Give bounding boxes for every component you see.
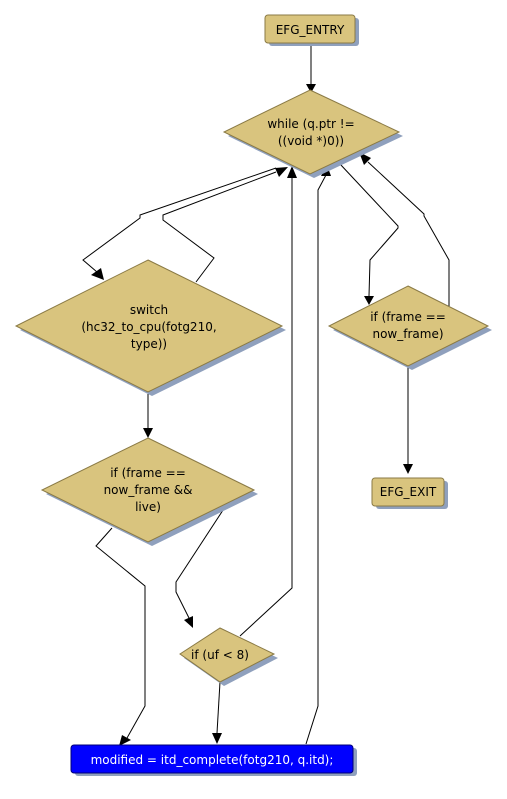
node-label: modified = itd_complete(fotg210, q.itd);: [91, 753, 334, 767]
node-diamond: [222, 89, 401, 175]
edge-entry-to-while-arrow: [306, 84, 316, 93]
node-box-highlighted: [70, 744, 354, 774]
node-label: EFG_ENTRY: [276, 23, 345, 37]
node-diamond: [14, 259, 284, 393]
node-if-frame-now[interactable]: if (frame == now_frame): [327, 285, 492, 370]
node-box: [371, 477, 445, 507]
edges: [82, 45, 450, 746]
edge-if-frame-live-to-if-uf: [175, 503, 228, 619]
edge-if-uf-to-while-arrow: [287, 166, 297, 178]
edge-switch-to-while: [162, 171, 277, 283]
node-label-line-2: ((void *)0)): [278, 134, 344, 148]
node-switch[interactable]: switch (hc32_to_cpu(fotg210, type)): [14, 259, 286, 396]
node-while-loop[interactable]: while (q.ptr != ((void *)0)): [222, 89, 403, 178]
edge-modified-to-while: [305, 174, 327, 745]
node-if-frame-live[interactable]: if (frame == now_frame && live): [40, 437, 258, 546]
edge-if-frame-now-to-while: [367, 161, 450, 307]
node-label-line-1: switch: [130, 303, 168, 317]
node-label-line-1: while (q.ptr !=: [267, 117, 354, 131]
edge-if-frame-live-to-if-uf-arrow: [184, 616, 193, 628]
edge-if-frame-live-to-modified: [95, 527, 146, 739]
node-label: if (uf < 8): [191, 648, 249, 662]
edge-switch-to-if-frame-live-arrow: [143, 428, 153, 438]
node-diamond: [179, 627, 276, 683]
edge-while-to-if-frame-now: [339, 163, 399, 297]
node-label-line-3: live): [135, 500, 161, 514]
edge-if-uf-to-modified: [216, 681, 221, 734]
edge-while-to-if-frame-now-arrow: [364, 296, 374, 305]
edge-if-frame-live-to-modified-arrow: [119, 735, 131, 746]
edge-while-to-switch: [82, 167, 277, 273]
node-label-line-1: if (frame ==: [110, 466, 186, 480]
edge-while-to-switch-arrow: [91, 268, 104, 280]
edge-if-uf-to-modified-arrow: [212, 733, 222, 744]
node-modified[interactable]: modified = itd_complete(fotg210, q.itd);: [70, 744, 357, 776]
node-label: EFG_EXIT: [380, 485, 437, 499]
node-diamond: [40, 437, 256, 543]
node-box: [264, 14, 356, 44]
node-label-line-3: type)): [131, 337, 167, 351]
node-label-line-2: now_frame &&: [104, 483, 193, 497]
node-label-line-1: if (frame ==: [370, 310, 446, 324]
node-if-uf[interactable]: if (uf < 8): [179, 627, 278, 686]
node-efg-entry[interactable]: EFG_ENTRY: [264, 14, 359, 46]
node-diamond: [327, 285, 490, 367]
edge-if-frame-now-to-exit-arrow: [403, 464, 413, 474]
node-efg-exit[interactable]: EFG_EXIT: [371, 477, 448, 509]
node-label-line-2: (hc32_to_cpu(fotg210,: [81, 320, 216, 334]
node-label-line-2: now_frame): [372, 327, 443, 341]
edge-switch-to-while-arrow: [275, 167, 288, 177]
edge-if-uf-to-while: [239, 178, 293, 637]
